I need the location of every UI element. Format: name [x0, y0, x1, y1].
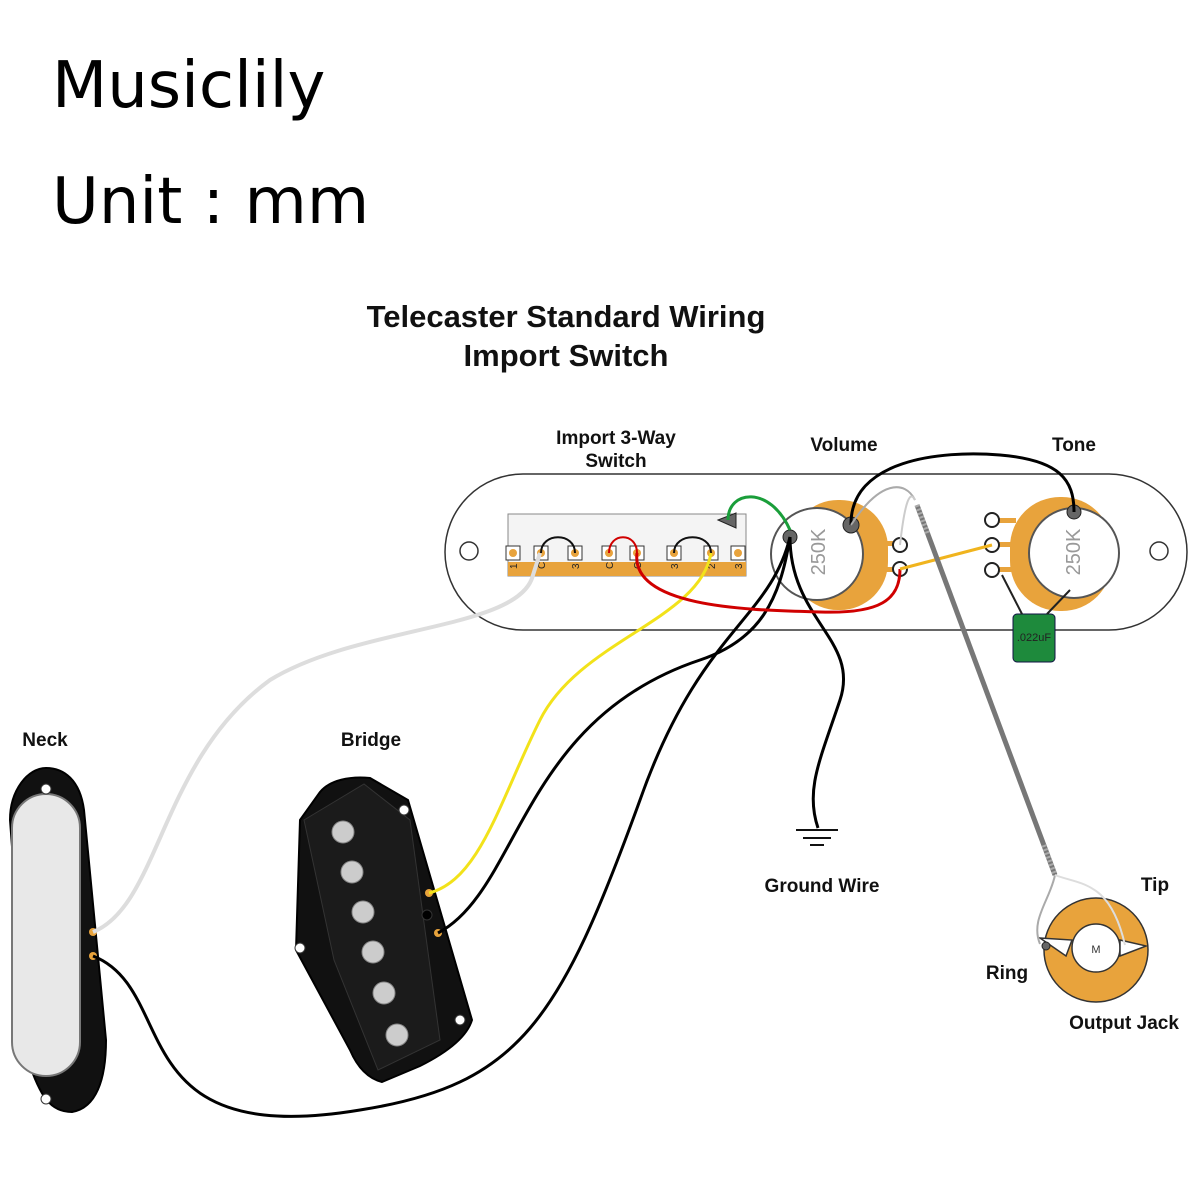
- cable-hot: [899, 495, 916, 546]
- pole-piece: [331, 820, 355, 844]
- brand-name: Musiclily: [52, 49, 326, 123]
- tone-label: Tone: [1052, 435, 1096, 456]
- switch-output-wire: [635, 552, 902, 614]
- ground-wire: [788, 536, 846, 829]
- capacitor-leads: [1001, 574, 1071, 615]
- tone-lug-strip: [994, 518, 1016, 523]
- shielded-output-cable: [914, 504, 1058, 876]
- bridge-mount-hole: [454, 1014, 466, 1026]
- volume-lug-strip: [876, 541, 898, 546]
- pole-piece: [340, 860, 364, 884]
- switch-pin-label: 3: [670, 563, 681, 569]
- diagram-title: Telecaster Standard Wiring: [367, 299, 766, 334]
- bridge-mount-hole: [398, 804, 410, 816]
- unit-note: Unit : mm: [52, 165, 370, 239]
- volume-tone-wire: [899, 543, 993, 571]
- volume-pot-value: 250K: [808, 528, 830, 575]
- tone-lug: [984, 512, 1000, 528]
- bridge-polepieces: [331, 820, 409, 1047]
- switch-pin-label: 1: [509, 563, 520, 569]
- bridge-hot-wire: [428, 552, 713, 895]
- tone-pot-value: 250K: [1063, 528, 1085, 575]
- capacitor-value: .022uF: [1017, 632, 1052, 644]
- neck-ground-wire: [92, 536, 792, 1118]
- switch-pin-label: C: [537, 562, 548, 569]
- bridge-mount-hole: [294, 942, 306, 954]
- bridge-ground-wire: [437, 536, 792, 935]
- tone-lug-strip: [994, 542, 1016, 547]
- switch-terminal-strip: [508, 562, 746, 576]
- jack-ring-wire: [1036, 874, 1056, 945]
- volume-tone-ground-wire: [849, 452, 1076, 526]
- switch-pin-label: C: [605, 562, 616, 569]
- switch-pin-label: 3: [571, 563, 582, 569]
- output-jack-label: Output Jack: [1069, 1013, 1179, 1034]
- pole-piece: [361, 940, 385, 964]
- cable-braid-end: [914, 504, 931, 536]
- switch-lug-solder: [734, 549, 742, 557]
- bridge-label: Bridge: [341, 730, 401, 751]
- plate-screw-hole-left: [459, 541, 479, 561]
- jack-ring-solder: [1041, 941, 1051, 951]
- ring-label: Ring: [986, 963, 1028, 984]
- tone-lug: [984, 562, 1000, 578]
- jack-tip-lug: [1119, 939, 1149, 958]
- switch-jumper-wire: [540, 536, 576, 554]
- bridge-solder-point: [421, 909, 433, 921]
- neck-mount-hole: [40, 1093, 52, 1105]
- cable-braid-end: [1041, 844, 1058, 876]
- tone-lug-strip: [994, 567, 1016, 572]
- neck-hot-wire: [92, 552, 542, 934]
- jack-tip-wire: [1054, 874, 1126, 946]
- tone-capacitor: [1012, 613, 1056, 663]
- switch-label-line1: Import 3-Way: [556, 428, 676, 449]
- tip-label: Tip: [1141, 875, 1169, 896]
- neck-mount-hole: [40, 783, 52, 795]
- output-jack-mark: M: [1091, 944, 1100, 956]
- switch-ground-wire: [726, 495, 792, 531]
- switch-jumper-wire: [673, 536, 712, 554]
- plate-screw-hole-right: [1149, 541, 1169, 561]
- switch-pin-label: 3: [734, 563, 745, 569]
- shield-braid: [850, 486, 916, 526]
- switch-red-jumper: [608, 536, 638, 554]
- ground-symbol: [796, 829, 838, 846]
- volume-label: Volume: [810, 435, 877, 456]
- switch-pin-label: 2: [707, 563, 718, 569]
- ground-wire-label: Ground Wire: [765, 876, 880, 897]
- neck-label: Neck: [22, 730, 68, 751]
- neck-pickup-cover: [11, 793, 81, 1077]
- pole-piece: [372, 981, 396, 1005]
- switch-label-line2: Switch: [585, 451, 646, 472]
- diagram-subtitle: Import Switch: [464, 338, 669, 373]
- switch-lug-solder: [509, 549, 517, 557]
- pole-piece: [351, 900, 375, 924]
- pole-piece: [385, 1023, 409, 1047]
- tone-lugs: [984, 512, 1016, 578]
- volume-lugs: [876, 537, 908, 577]
- volume-lug-strip: [876, 567, 898, 572]
- bridge-pickup-body: [303, 783, 441, 1071]
